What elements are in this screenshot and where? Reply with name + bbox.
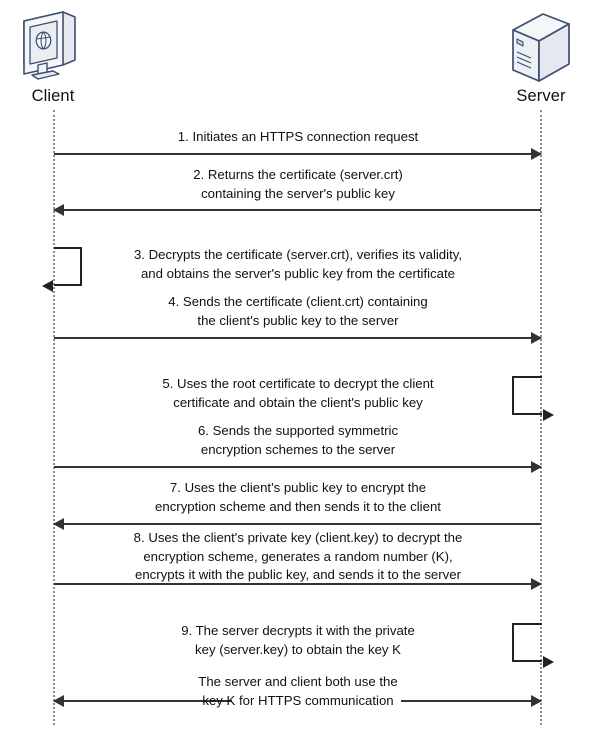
arrowhead-right-icon xyxy=(531,461,542,473)
server-tower-icon xyxy=(512,13,570,82)
message-label-5: 5. Uses the root certificate to decrypt … xyxy=(162,376,434,410)
message-label-9: 9. The server decrypts it with the priva… xyxy=(181,623,415,657)
monitor-globe-icon xyxy=(23,11,76,80)
arrowhead-left-icon xyxy=(53,204,64,216)
actor-server: Server xyxy=(471,8,600,106)
arrowhead-right-icon xyxy=(531,148,542,160)
message-arrow-2 xyxy=(53,204,541,216)
self-loop-client-3 xyxy=(42,247,82,292)
arrowhead-left-icon xyxy=(53,695,64,707)
lifeline-client xyxy=(53,110,55,725)
actor-label-server: Server xyxy=(516,87,566,105)
message-label-4: 4. Sends the certificate (client.crt) co… xyxy=(168,294,428,328)
message-label-1: 1. Initiates an HTTPS connection request xyxy=(177,129,419,144)
message-label-3: 3. Decrypts the certificate (server.crt)… xyxy=(133,247,463,281)
message-arrow-6 xyxy=(54,461,542,473)
message-label-8: 8. Uses the client's private key (client… xyxy=(133,530,463,582)
arrowhead-left-icon xyxy=(42,280,53,292)
message-label-6: 6. Sends the supported symmetric encrypt… xyxy=(197,423,399,457)
actor-client: Client xyxy=(0,8,123,106)
arrowhead-right-icon xyxy=(531,695,542,707)
actor-label-client: Client xyxy=(31,87,75,105)
lifeline-server xyxy=(540,110,542,725)
message-arrow-final-right xyxy=(401,695,542,707)
message-arrow-8 xyxy=(54,578,542,590)
message-label-7: 7. Uses the client's public key to encry… xyxy=(155,480,441,514)
message-label-final: The server and client both use the key K… xyxy=(198,674,398,708)
self-loop-server-5 xyxy=(512,376,554,421)
arrowhead-right-icon xyxy=(531,332,542,344)
message-label-2: 2. Returns the certificate (server.crt) … xyxy=(193,167,403,201)
arrowhead-right-icon xyxy=(543,409,554,421)
message-arrow-4 xyxy=(54,332,542,344)
arrowhead-right-icon xyxy=(531,578,542,590)
arrowhead-right-icon xyxy=(543,656,554,668)
self-loop-server-9 xyxy=(512,623,554,668)
message-arrow-7 xyxy=(53,518,541,530)
message-arrow-final-left xyxy=(53,695,232,707)
message-arrow-1 xyxy=(54,148,542,160)
arrowhead-left-icon xyxy=(53,518,64,530)
